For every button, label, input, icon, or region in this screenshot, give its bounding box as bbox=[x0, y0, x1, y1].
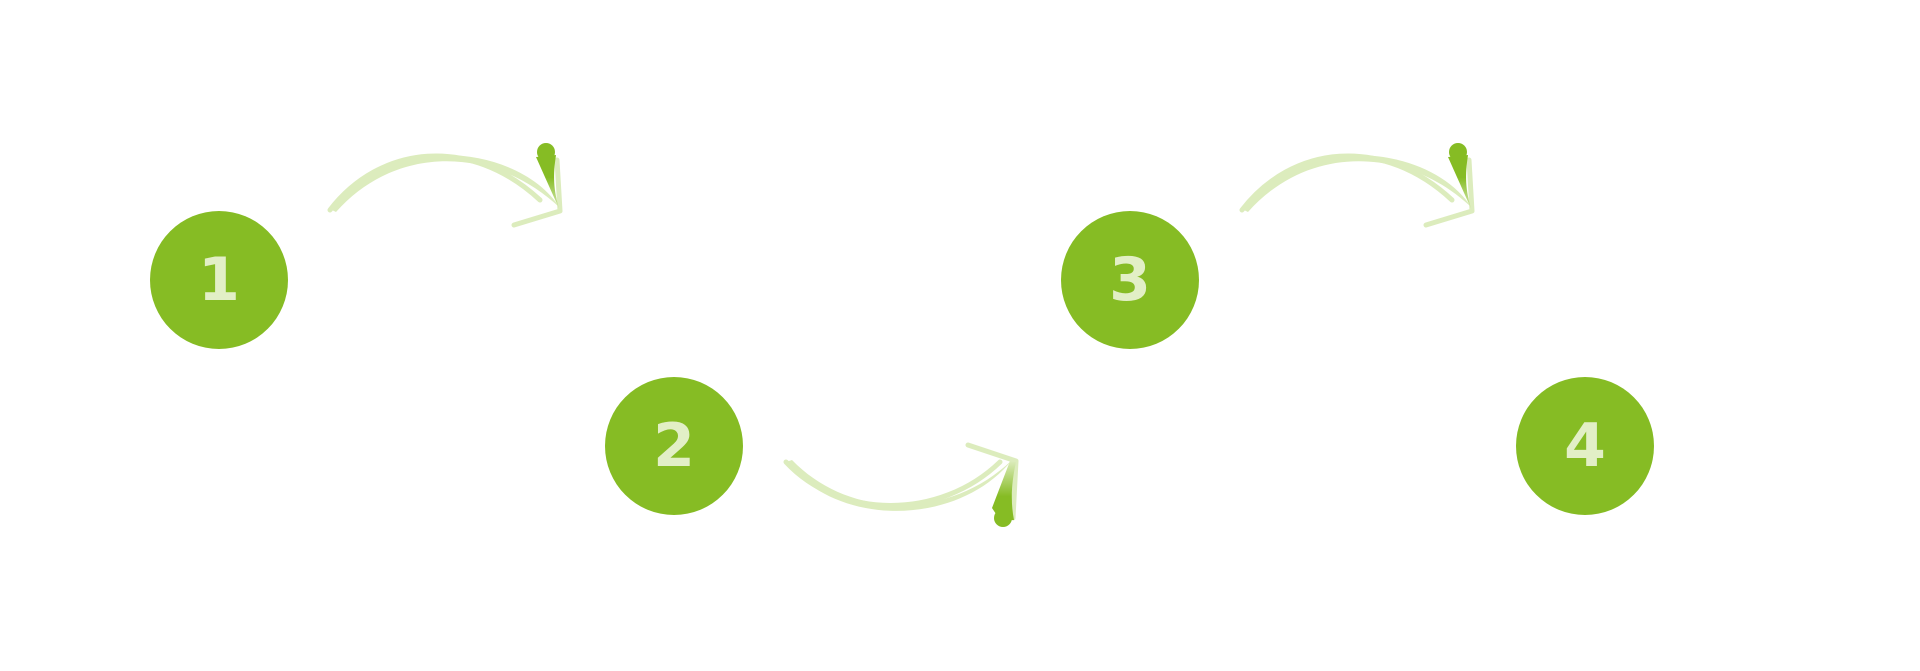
step-3-number: 3 bbox=[1109, 245, 1151, 315]
connector-arrow-1-2 bbox=[327, 143, 563, 228]
step-3-circle: 3 bbox=[1061, 211, 1199, 349]
step-4-circle: 4 bbox=[1516, 377, 1654, 515]
step-1-circle: 1 bbox=[150, 211, 288, 349]
connector-arrow-3-4 bbox=[1239, 143, 1475, 228]
connector-arrow-2-3 bbox=[783, 442, 1019, 527]
step-4-number: 4 bbox=[1564, 411, 1606, 481]
step-2-circle: 2 bbox=[605, 377, 743, 515]
step-1-number: 1 bbox=[198, 245, 240, 315]
step-2-number: 2 bbox=[653, 411, 695, 481]
